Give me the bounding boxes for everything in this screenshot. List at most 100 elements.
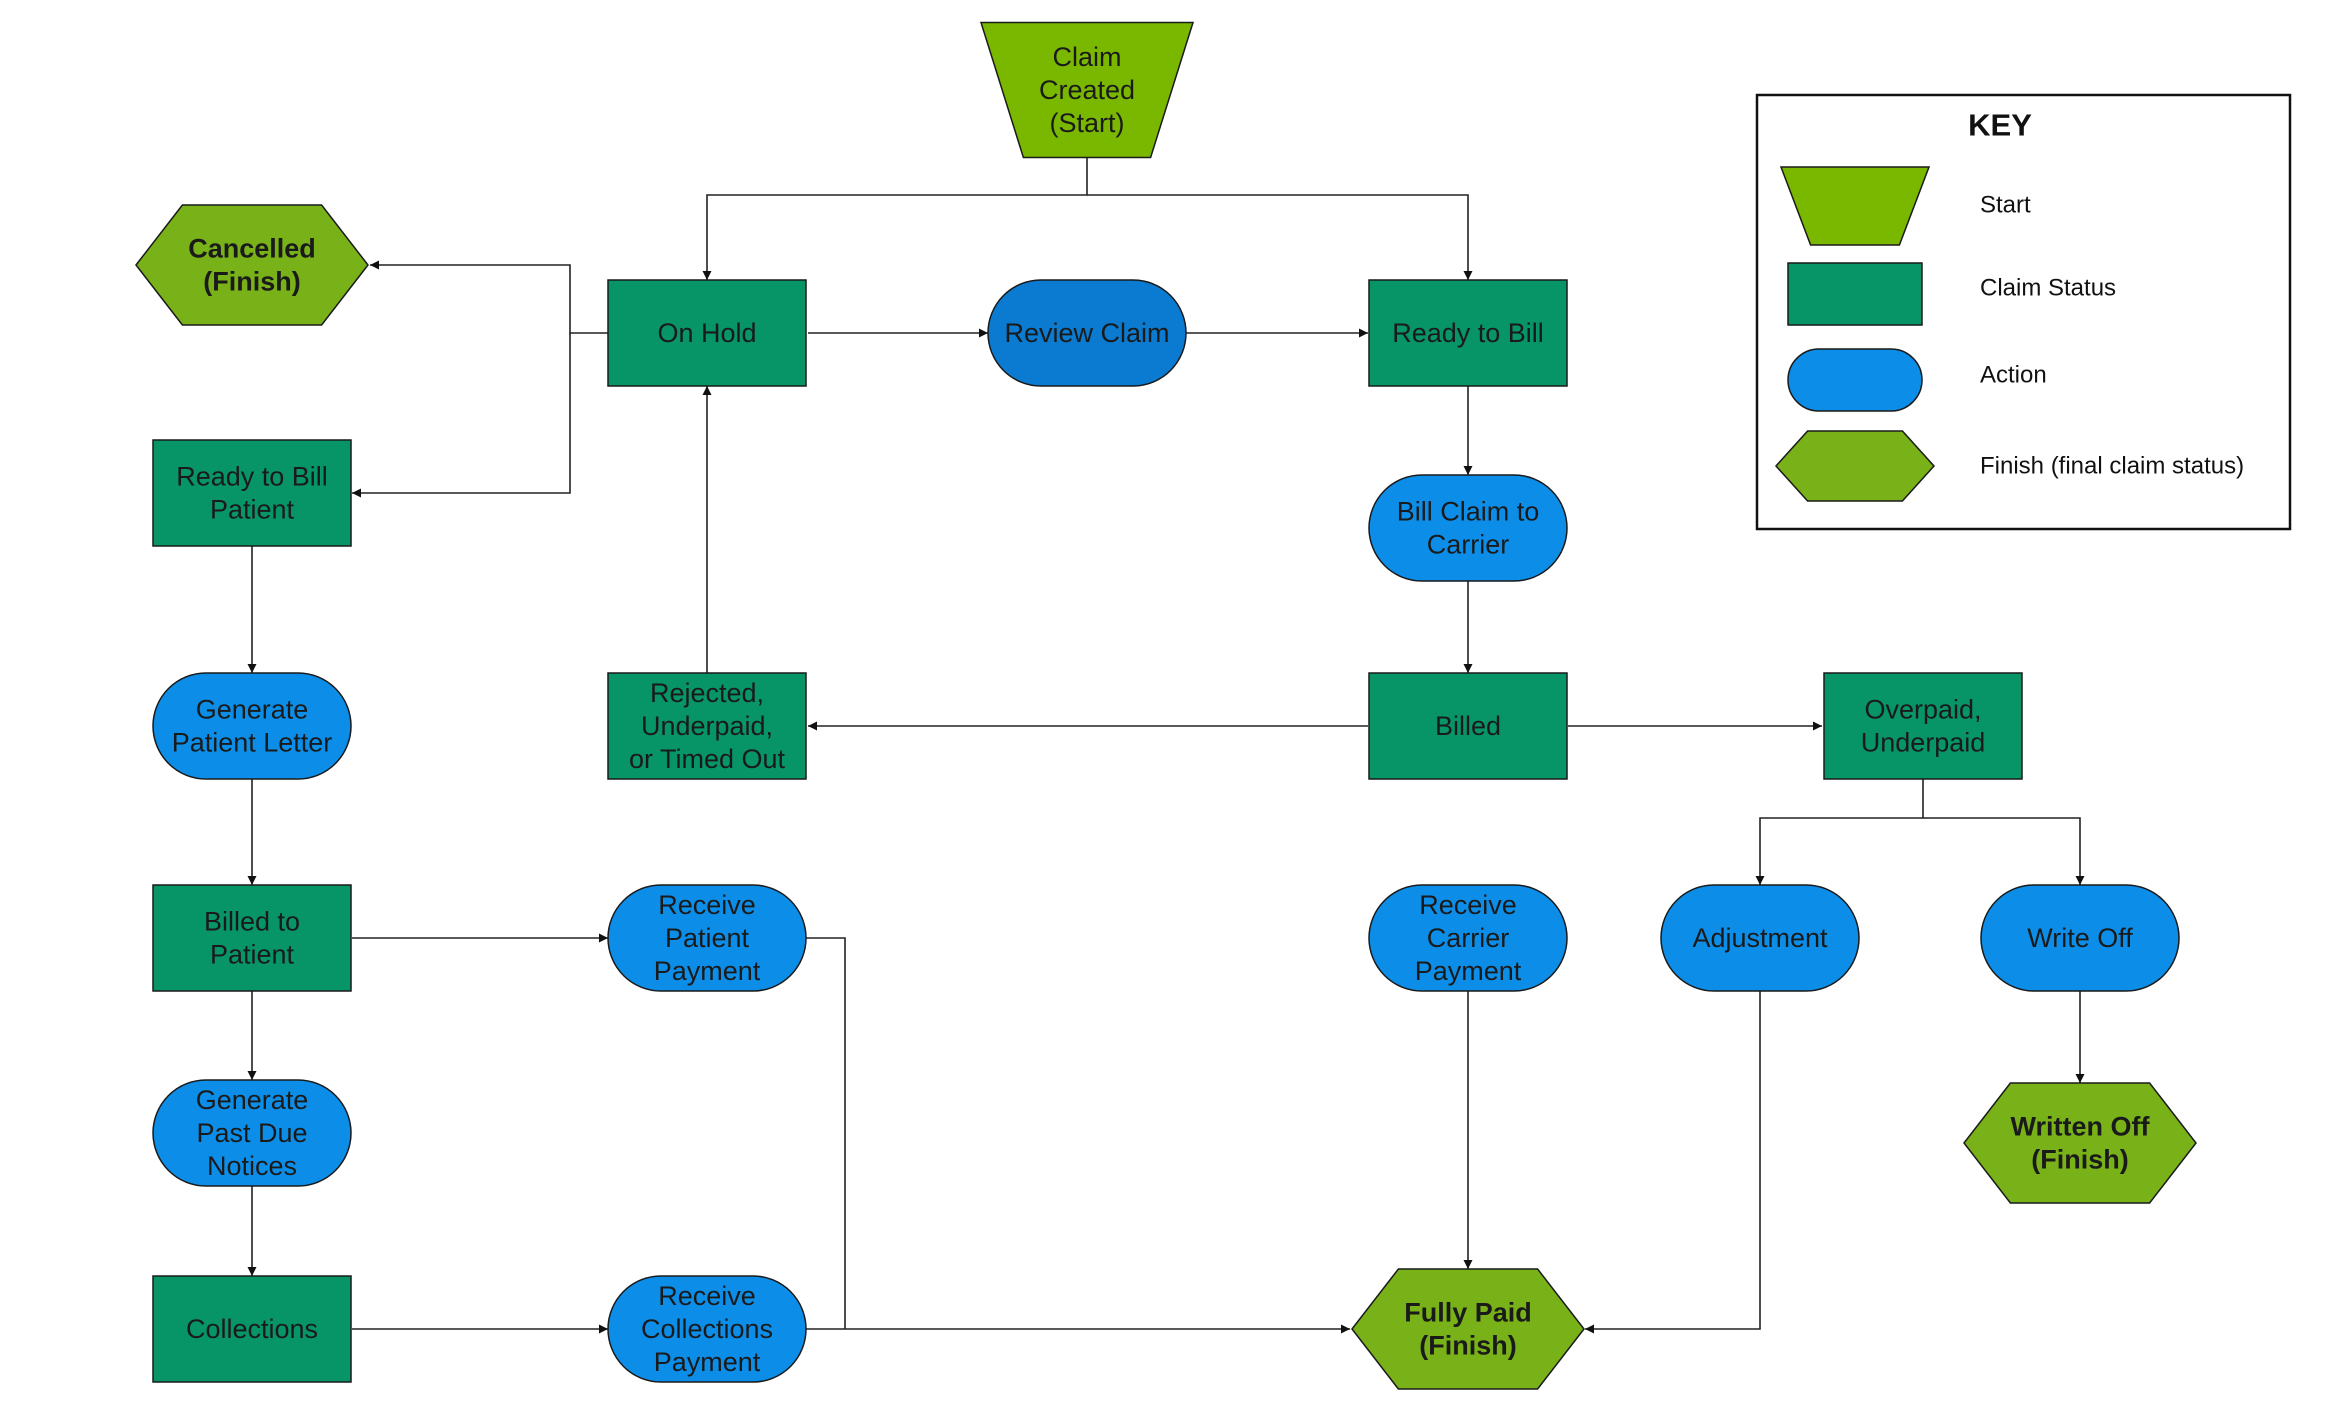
start-trapezoid [979, 21, 1195, 159]
node-label-line: Past Due [196, 1118, 307, 1148]
legend-label: Start [1980, 192, 2031, 219]
node-label-line: Receive [658, 1281, 756, 1311]
node-label-line: Generate [196, 1085, 309, 1115]
node-label-line: Overpaid, [1864, 695, 1981, 725]
node-label-line: Review Claim [1004, 318, 1169, 348]
node-label-line: Patient [210, 940, 295, 970]
node-label-line: On Hold [657, 318, 756, 348]
node-rejected: Rejected,Underpaid,or Timed Out [607, 672, 807, 780]
node-label-line: Generate [196, 695, 309, 725]
action-pill [1660, 884, 1860, 992]
connector-arrow [1923, 817, 2085, 885]
legend-item: Action [1787, 348, 2047, 412]
node-label-line: Payment [654, 956, 761, 986]
node-collections: Collections [152, 1275, 352, 1383]
node-label-line: Receive [1419, 890, 1517, 920]
node-label-line: Patient Letter [172, 728, 333, 758]
connector-arrow [1585, 991, 1761, 1334]
node-label-line: or Timed Out [629, 744, 786, 774]
node-write-off: Write Off [1980, 884, 2180, 992]
status-rectangle [1368, 672, 1568, 780]
node-label-line: Patient [210, 495, 295, 525]
node-label-line: Collections [641, 1314, 773, 1344]
node-label-line: Claim [1052, 42, 1121, 72]
node-on-hold: On Hold [607, 279, 807, 387]
node-label-line: Fully Paid [1404, 1298, 1532, 1328]
node-label-line: Ready to Bill [1392, 318, 1544, 348]
action-pill [1368, 474, 1568, 582]
connector-lines [247, 158, 2085, 1334]
node-label-line: Receive [658, 890, 756, 920]
node-label-line: Write Off [2027, 923, 2133, 953]
node-label-line: Carrier [1427, 923, 1510, 953]
node-label-line: Payment [654, 1347, 761, 1377]
node-label-line: (Finish) [1419, 1331, 1516, 1361]
node-billed: Billed [1368, 672, 1568, 780]
node-label-line: Billed [1435, 711, 1501, 741]
node-label-line: (Finish) [203, 267, 300, 297]
node-label-line: Adjustment [1692, 923, 1828, 953]
legend-label: Finish (final claim status) [1980, 453, 2244, 480]
node-review-claim: Review Claim [987, 279, 1187, 387]
status-rectangle [152, 884, 352, 992]
action-pill [1980, 884, 2180, 992]
finish-hexagon [1963, 1082, 2197, 1204]
rectangle-icon [1787, 262, 1923, 326]
node-label-line: Ready to Bill [176, 462, 328, 492]
connector-arrow [370, 260, 608, 334]
node-label-line: Underpaid, [641, 711, 773, 741]
node-cancelled: Cancelled(Finish) [135, 204, 369, 326]
status-rectangle [607, 672, 807, 780]
node-label-line: (Finish) [2031, 1145, 2128, 1175]
action-pill [987, 279, 1187, 387]
action-pill [1368, 884, 1568, 992]
finish-hexagon [1351, 1268, 1585, 1390]
node-label-line: Carrier [1427, 530, 1510, 560]
node-label-line: Bill Claim to [1397, 497, 1540, 527]
node-label-line: Patient [665, 923, 750, 953]
legend-label: Action [1980, 362, 2047, 389]
legend-item: Start [1779, 166, 2031, 246]
action-pill [152, 1079, 352, 1187]
node-adjustment: Adjustment [1660, 884, 1860, 992]
node-ready-to-bill: Ready to Bill [1368, 279, 1568, 387]
trapezoid-icon [1779, 166, 1931, 246]
status-rectangle [1368, 279, 1568, 387]
node-label-line: Underpaid [1861, 728, 1986, 758]
node-label-line: (Start) [1049, 108, 1124, 138]
status-rectangle [1823, 672, 2023, 780]
node-label-line: Created [1039, 75, 1135, 105]
node-label-line: Collections [186, 1314, 318, 1344]
legend-item: Claim Status [1787, 262, 2116, 326]
node-label-line: Billed to [204, 907, 300, 937]
connector-arrow [806, 937, 846, 1329]
action-pill [152, 672, 352, 780]
node-label-line: Rejected, [650, 678, 764, 708]
pill-icon [1787, 348, 1923, 412]
status-rectangle [607, 279, 807, 387]
node-written-off: Written Off(Finish) [1963, 1082, 2197, 1204]
legend-item: Finish (final claim status) [1774, 430, 2244, 502]
status-rectangle [152, 1275, 352, 1383]
finish-hexagon [135, 204, 369, 326]
node-label-line: Written Off [2011, 1112, 2151, 1142]
legend-label: Claim Status [1980, 275, 2116, 302]
node-fully-paid: Fully Paid(Finish) [1351, 1268, 1585, 1390]
action-pill [607, 884, 807, 992]
hexagon-icon [1774, 430, 1936, 502]
node-label-line: Notices [207, 1151, 297, 1181]
connector-arrow [352, 333, 571, 498]
node-overpaid-underpaid: Overpaid,Underpaid [1823, 672, 2023, 780]
